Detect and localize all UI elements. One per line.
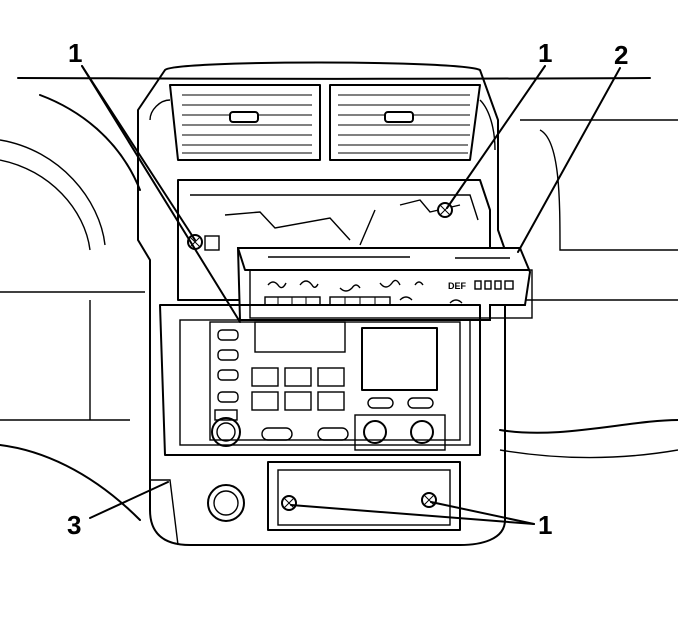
screw-bottom-right bbox=[421, 492, 437, 508]
callout-1-top-middle: 1 bbox=[538, 38, 552, 68]
def-label: DEF bbox=[448, 281, 467, 291]
dashboard-outline bbox=[0, 77, 678, 521]
console-frame bbox=[137, 61, 506, 546]
lower-pocket bbox=[207, 461, 461, 531]
screw-bottom-left bbox=[281, 495, 297, 511]
callout-3: 3 bbox=[67, 510, 81, 540]
leader-lines bbox=[81, 65, 621, 525]
climate-control-head: DEF bbox=[236, 247, 533, 321]
callout-1-bottom: 1 bbox=[538, 510, 552, 540]
air-vents bbox=[169, 84, 481, 161]
callout-2: 2 bbox=[614, 40, 628, 70]
radio-unit bbox=[159, 304, 481, 456]
callout-1-top-left: 1 bbox=[68, 38, 82, 68]
display-window bbox=[361, 327, 438, 391]
